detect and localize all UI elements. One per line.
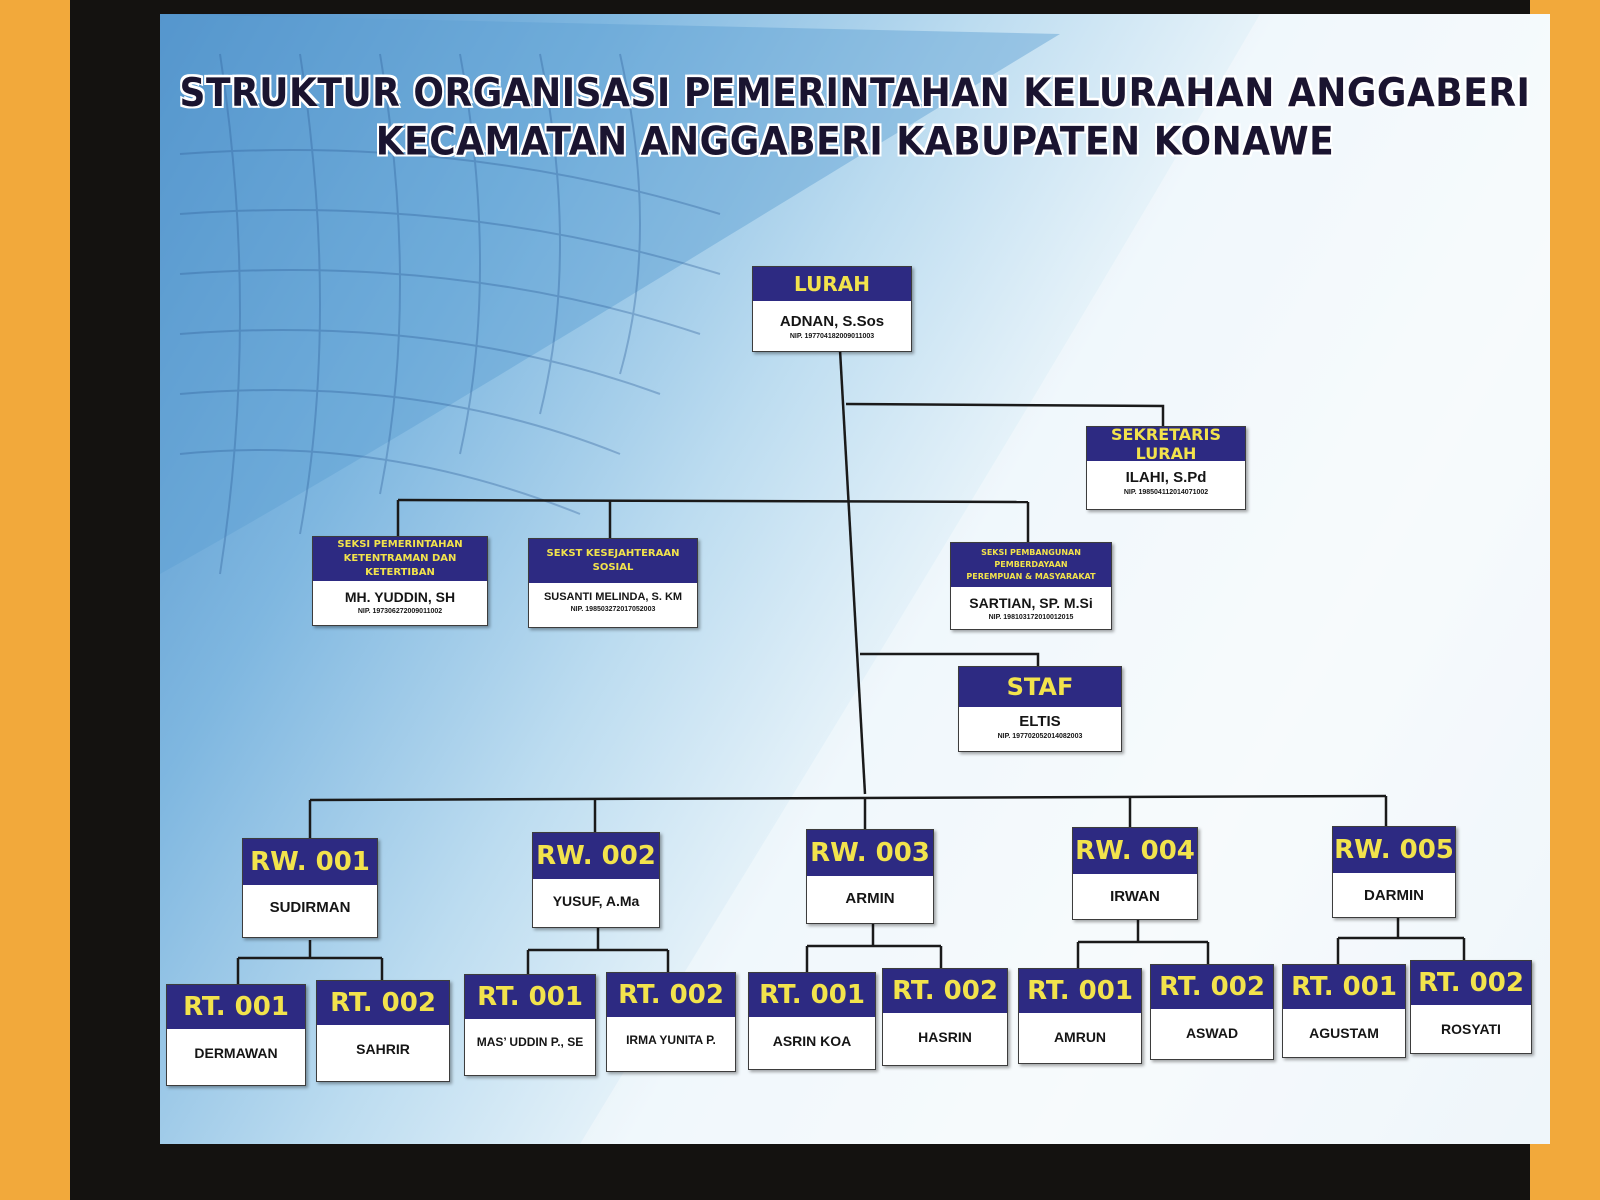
box-rw-001: RW. 001 SUDIRMAN — [242, 838, 378, 938]
rw-1-rt-2-name: SAHRIR — [356, 1041, 410, 1057]
box-rw-1-rt-002: RT. 002 SAHRIR — [316, 980, 450, 1082]
rw-2-rt-2-name: IRMA YUNITA P. — [626, 1033, 716, 1047]
seksi-3-role-line-2: PEREMPUAN & MASYARAKAT — [966, 572, 1096, 581]
box-rw-2-rt-001: RT. 001 MAS’ UDDIN P., SE — [464, 974, 596, 1076]
box-rw-3-rt-001: RT. 001 ASRIN KOA — [748, 972, 876, 1070]
rw-5-rt-2-label: RT. 002 — [1411, 961, 1531, 1005]
staf-nip: NIP. 197702052014082003 — [997, 733, 1083, 740]
rw-4-rt-2-label: RT. 002 — [1151, 965, 1273, 1009]
rw-5-label: RW. 005 — [1333, 827, 1455, 873]
box-rw-1-rt-001: RT. 001 DERMAWAN — [166, 984, 306, 1086]
line-staf — [860, 652, 1040, 666]
seksi-2-role-line-2: SOSIAL — [592, 562, 634, 573]
rw-1-rt-2-label: RT. 002 — [317, 981, 449, 1025]
line-rw — [309, 794, 1387, 802]
seksi-3-role: SEKSI PEMBANGUNAN PEMBERDAYAAN PEREMPUAN … — [951, 543, 1111, 587]
box-rw-2-rt-002: RT. 002 IRMA YUNITA P. — [606, 972, 736, 1072]
seksi-1-role-line-2: KETENTRAMAN DAN KETERTIBAN — [343, 553, 457, 578]
box-rw-005: RW. 005 DARMIN — [1332, 826, 1456, 918]
sekretaris-name: ILAHI, S.Pd — [1125, 469, 1207, 486]
seksi-2-role: SEKST KESEJAHTERAAN SOSIAL — [529, 539, 697, 583]
line-trunk — [838, 349, 867, 795]
box-rw-002: RW. 002 YUSUF, A.Ma — [532, 832, 660, 928]
box-staf: STAF ELTIS NIP. 197702052014082003 — [958, 666, 1122, 752]
box-lurah: LURAH ADNAN, S.Sos NIP. 1977041820090110… — [752, 266, 912, 352]
box-seksi-pembangunan: SEKSI PEMBANGUNAN PEMBERDAYAAN PEREMPUAN … — [950, 542, 1112, 630]
rw-5-rt-2-name: ROSYATI — [1441, 1021, 1501, 1037]
rw-1-rt-1-label: RT. 001 — [167, 985, 305, 1029]
rw-2-rt-2-label: RT. 002 — [607, 973, 735, 1017]
rw-5-rt-1-name: AGUSTAM — [1309, 1025, 1379, 1041]
rw-4-rt-1-name: AMRUN — [1053, 1029, 1107, 1045]
box-rw-4-rt-001: RT. 001 AMRUN — [1018, 968, 1142, 1064]
title-line-2: KECAMATAN ANGGABERI KABUPATEN KONAWE — [375, 119, 1335, 165]
box-rw-5-rt-001: RT. 001 AGUSTAM — [1282, 964, 1406, 1058]
rw-4-rt-1-label: RT. 001 — [1019, 969, 1141, 1013]
seksi-1-role: SEKSI PEMERINTAHAN KETENTRAMAN DAN KETERT… — [313, 537, 487, 581]
seksi-1-name: MH. YUDDIN, SH — [344, 589, 456, 605]
seksi-2-role-line-1: SEKST KESEJAHTERAAN — [546, 548, 680, 559]
sekretaris-role: SEKRETARIS LURAH — [1087, 425, 1245, 463]
rw-4-rt-2-name: ASWAD — [1185, 1025, 1239, 1041]
rw-4-name: IRWAN — [1110, 888, 1160, 905]
lurah-role: LURAH — [753, 267, 911, 301]
box-rw-4-rt-002: RT. 002 ASWAD — [1150, 964, 1274, 1060]
rw-4-label: RW. 004 — [1073, 828, 1197, 874]
box-rw-3-rt-002: RT. 002 HASRIN — [882, 968, 1008, 1066]
chart-title: STRUKTUR ORGANISASI PEMERINTAHAN KELURAH… — [160, 70, 1550, 167]
rw-1-label: RW. 001 — [243, 839, 377, 885]
seksi-2-nip: NIP. 198503272017052003 — [570, 606, 656, 613]
seksi-3-role-line-1: SEKSI PEMBANGUNAN PEMBERDAYAAN — [981, 548, 1081, 569]
rw-3-rt-2-label: RT. 002 — [883, 969, 1007, 1013]
box-rw-003: RW. 003 ARMIN — [806, 829, 934, 924]
rw-3-label: RW. 003 — [807, 830, 933, 876]
lurah-nip: NIP. 197704182009011003 — [789, 333, 875, 340]
rw-3-rt-1-name: ASRIN KOA — [772, 1033, 852, 1049]
rw-2-name: YUSUF, A.Ma — [552, 893, 640, 909]
rw-2-label: RW. 002 — [533, 833, 659, 879]
rw-2-rt-1-label: RT. 001 — [465, 975, 595, 1019]
line-sekretaris — [845, 402, 1165, 426]
org-chart-board: STRUKTUR ORGANISASI PEMERINTAHAN KELURAH… — [160, 14, 1550, 1144]
staf-name: ELTIS — [1019, 713, 1061, 730]
rw-5-name: DARMIN — [1364, 887, 1424, 904]
rw-1-name: SUDIRMAN — [269, 899, 351, 916]
seksi-3-name: SARTIAN, SP. M.Si — [969, 595, 1093, 611]
rw-3-name: ARMIN — [845, 890, 895, 907]
seksi-2-name: SUSANTI MELINDA, S. KM — [543, 591, 683, 603]
rw-3-rt-1-label: RT. 001 — [749, 973, 875, 1017]
box-rw-5-rt-002: RT. 002 ROSYATI — [1410, 960, 1532, 1054]
box-seksi-pemerintahan: SEKSI PEMERINTAHAN KETENTRAMAN DAN KETERT… — [312, 536, 488, 626]
lurah-name: ADNAN, S.Sos — [779, 313, 885, 330]
line-seksi — [397, 498, 1029, 504]
rw-3-rt-2-name: HASRIN — [918, 1029, 972, 1045]
title-line-1: STRUKTUR ORGANISASI PEMERINTAHAN KELURAH… — [179, 70, 1531, 116]
seksi-1-nip: NIP. 197306272009011002 — [357, 608, 443, 615]
sekretaris-nip: NIP. 198504112014071002 — [1123, 489, 1209, 496]
box-sekretaris: SEKRETARIS LURAH ILAHI, S.Pd NIP. 198504… — [1086, 425, 1246, 510]
seksi-3-nip: NIP. 198103172010012015 — [988, 614, 1074, 621]
rw-2-rt-1-name: MAS’ UDDIN P., SE — [476, 1035, 584, 1049]
box-seksi-kesejahteraan: SEKST KESEJAHTERAAN SOSIAL SUSANTI MELIND… — [528, 538, 698, 628]
rw-5-rt-1-label: RT. 001 — [1283, 965, 1405, 1009]
seksi-1-role-line-1: SEKSI PEMERINTAHAN — [337, 539, 463, 550]
box-rw-004: RW. 004 IRWAN — [1072, 827, 1198, 920]
staf-role: STAF — [959, 667, 1121, 707]
rw-1-rt-1-name: DERMAWAN — [194, 1045, 278, 1061]
connector-lines — [236, 349, 1466, 984]
